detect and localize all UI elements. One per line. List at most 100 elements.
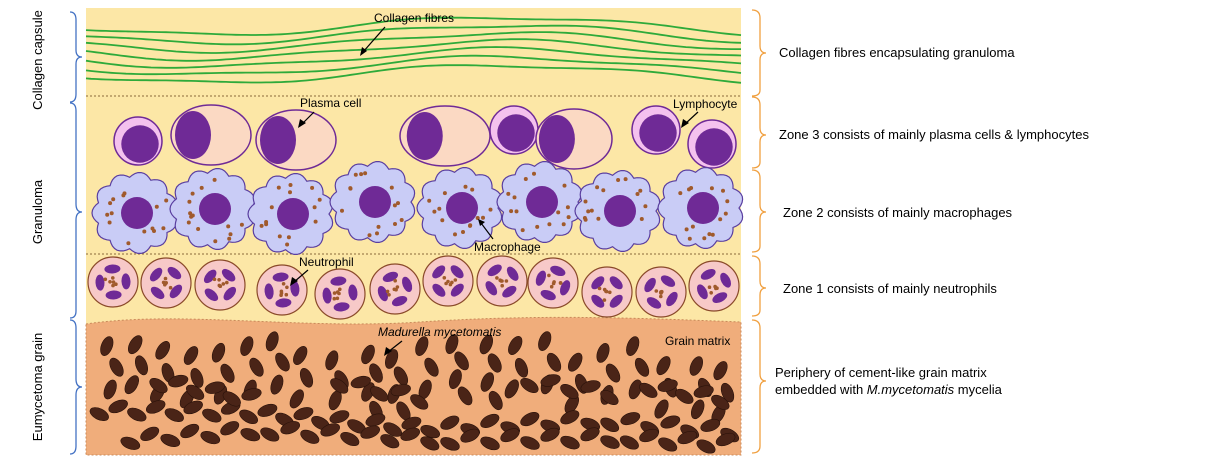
desc-grain-suffix: mycelia [954,382,1002,397]
hypha-segment [240,336,254,356]
neutrophil-granule [393,278,398,283]
macrophage-granule [566,215,571,220]
hypha-segment [289,389,304,409]
zone1-cells [87,255,740,320]
neutrophil-lobe [221,268,236,282]
macrophage-granule [396,201,400,206]
macrophage-nucleus [199,193,231,225]
neutrophil-granule [707,285,712,290]
macrophage-granule [432,209,437,214]
hypha-segment [675,388,694,404]
hypha-segment [145,400,166,414]
hypha-segment [634,357,650,377]
hypha-segment [713,361,728,381]
macrophage-granule [678,191,683,196]
desc-grain-prefix: embedded with [775,382,867,397]
brace-granuloma [69,102,83,319]
hypha-segment [480,413,500,428]
macrophage-granule [623,177,628,182]
macrophage-granule [639,217,644,221]
macrophage-granule [285,242,290,247]
macrophage-nucleus [687,192,719,224]
hypha-segment [500,428,520,443]
neutrophil-granule [395,285,400,289]
hypha-segment [385,349,399,369]
hypha-segment [108,399,128,414]
neutrophil-lobe [432,283,446,297]
macrophage-nucleus [526,186,558,218]
macrophage-granule [276,185,281,190]
hypha-segment [140,426,160,442]
macrophage-granule [709,186,714,191]
hypha-segment [370,386,389,402]
macrophage-granule [463,184,468,189]
hypha-segment [620,412,641,426]
callout-madurella: Madurella mycetomatis [378,325,501,339]
neutrophil-granule [217,278,221,282]
neutrophil-lobe [105,290,122,300]
neutrophil-granule [338,287,342,292]
macrophage-granule [348,186,353,191]
macrophage-granule [239,222,244,227]
hypha-segment [508,336,523,355]
collagen-fibre [85,64,742,84]
macrophage-granule [520,228,525,233]
neutrophil-granule [495,276,499,280]
macrophage-granule [264,220,269,224]
hypha-segment [270,374,284,395]
hypha-segment [600,417,620,433]
hypha-segment [720,382,735,403]
hypha-segment [103,379,117,400]
hypha-segment [457,386,473,406]
macrophage-granule [689,186,694,190]
neutrophil-lobe [167,266,182,280]
macrophage-granule [583,199,588,204]
macrophage-granule [212,177,217,182]
neutrophil-granule [549,284,554,289]
neutrophil-lobe [95,274,105,291]
lymphocyte-nucleus [121,125,159,163]
hypha-segment [186,384,205,400]
desc-grain-line2: embedded with M.mycetomatis mycelia [775,382,1003,397]
hypha-segment [600,435,620,449]
hypha-segment [567,352,583,372]
plasma-cell-nucleus [538,115,575,163]
collagen-fibre [85,24,742,46]
zone2-cells [91,161,744,255]
macrophage-granule [317,197,322,202]
arrow-collagen [362,26,386,53]
neutrophil-granule [504,279,509,283]
macrophage-granule [638,188,643,193]
callout-macrophage: Macrophage [474,240,541,254]
neutrophil-lobe [720,272,732,288]
macrophage-granule [589,208,594,213]
macrophage-granule [164,198,169,203]
neutrophil-lobe [290,280,300,297]
hypha-segment [657,379,678,392]
arrowhead-plasma [298,119,306,128]
macrophage-granule [196,227,201,231]
neutrophil-granule [111,280,116,284]
neutrophil-lobe [609,294,623,308]
lymphocyte-nucleus [695,128,733,166]
hypha-segment [689,356,703,376]
hypha-segment [600,389,619,406]
brace-collagen-capsule [69,11,83,103]
neutrophil-lobe [203,269,217,284]
plasma-cell-nucleus [175,111,211,159]
macrophage-granule [226,224,231,229]
hypha-segment [504,379,519,399]
macrophage-granule [213,239,218,244]
macrophage-granule [461,230,465,234]
hypha-segment [639,382,658,398]
neutrophil-lobe [322,287,332,304]
arrowhead-macrophage [478,219,485,226]
macrophage-granule [721,188,725,193]
hypha-segment [546,352,562,372]
hypha-segment [127,335,143,355]
macrophage-granule [288,183,293,187]
lymphocyte-nucleus [639,114,677,152]
neutrophil-granule [111,283,115,288]
callout-neutrophil: Neutrophil [299,255,354,269]
macrophage-granule [582,216,587,220]
